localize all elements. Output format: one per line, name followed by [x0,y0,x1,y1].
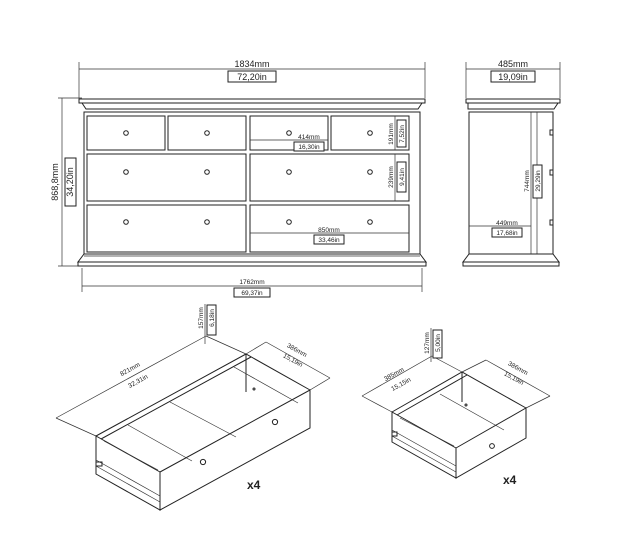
large-drawer-height-dimension: 157mm 6,18in [198,304,217,344]
drawer-top-1 [86,115,166,151]
small-drawer-width-mm: 414mm [298,134,320,141]
large-drawer-width-mm: 850mm [318,227,340,234]
drawer-top-2 [167,115,247,151]
small-drawer-isometric: 385mm 15,15in 127mm 5,00in 386mm 15,19in… [361,328,551,487]
small-drawer-height-mm: 191mm [388,123,395,145]
large-drawer-quantity: x4 [247,478,261,492]
small-drawer-height-dimension: 191mm 7,52in [388,116,407,150]
mid-drawer-height-in: 9,41in [399,168,406,186]
side-inner-depth-in: 17,68in [496,230,518,237]
front-view: 1834mm 72,20in 868,8mm 34,20in [50,59,427,298]
small-drawer-width-in: 16,30in [298,144,320,151]
front-height-mm: 868,8mm [50,163,60,201]
base-width-in: 69,37in [241,290,263,297]
dresser-front [77,98,427,267]
small-drawer-height-dimension: 127mm 5,00in [424,328,443,362]
drawer-knobs [123,130,373,225]
large-drawer-width-in: 32,31in [127,373,149,390]
small-drawer-depth-dimension: 386mm 15,19in [461,359,551,409]
front-width-in: 72,20in [237,72,267,82]
large-drawer-isometric: 821mm 32,31in 157mm 6,18in 386mm 15,19in… [55,304,331,511]
side-inner-depth-dimension: 449mm 17,68in [469,220,531,238]
mid-drawer-height-mm: 239mm [388,166,395,188]
small-drawer-width-dimension: 385mm 15,15in [361,355,463,413]
small-drawer-quantity: x4 [503,473,517,487]
front-width-dimension: 1834mm 72,20in [78,59,426,98]
side-height-dimension: 744mm 29,29in [524,112,543,254]
front-height-dimension: 868,8mm 34,20in [50,97,82,267]
front-height-in: 34,20in [65,167,75,197]
side-height-mm: 744mm [524,170,531,192]
side-height-in: 29,29in [535,170,542,192]
side-depth-in: 19,09in [498,72,528,82]
base-width-dimension: 1762mm 69,37in [81,268,423,298]
large-drawer-height-mm: 157mm [198,307,205,329]
large-drawer-depth-dimension: 386mm 15,19in [245,341,331,391]
drawer-bottom-left [86,204,247,253]
drawer-bottom-right [249,204,410,253]
side-depth-mm: 485mm [498,59,528,69]
drawer-top-3 [249,115,329,151]
drawer-top-4 [330,115,410,151]
front-width-mm: 1834mm [234,59,269,69]
side-depth-dimension: 485mm 19,09in [465,59,561,98]
large-drawer-width-mm: 821mm [119,361,141,378]
large-drawer-height-in: 6,18in [209,309,216,327]
drawer-mid-left [86,153,247,202]
dresser-side [462,98,561,267]
large-drawer-width-dimension: 850mm 33,46in [250,227,409,245]
mid-drawer-height-dimension: 239mm 9,41in [388,154,407,201]
small-drawer-height-in: 5,00in [435,334,442,352]
large-drawer-width-in: 33,46in [318,237,340,244]
small-drawer-height-mm: 127mm [424,332,431,354]
drawer-mid-right [249,153,410,202]
base-width-mm: 1762mm [239,279,264,286]
small-drawer-height-in: 7,52in [399,125,406,143]
side-view: 485mm 19,09in 744mm 29,29in 449mm 17,68i… [462,59,561,267]
large-drawer-width-dimension: 821mm 32,31in [55,335,247,437]
side-inner-depth-mm: 449mm [496,220,518,227]
small-drawer-width-dimension: 414mm 16,30in [250,134,328,152]
